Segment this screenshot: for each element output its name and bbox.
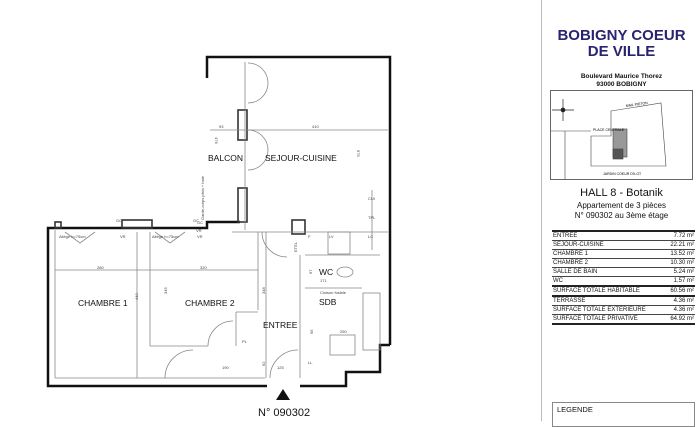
surface-value: 5.24 m² <box>664 267 695 277</box>
note-vr-2: VR <box>197 234 203 239</box>
surface-label: SURFACE TOTALE PRIVATIVE <box>552 314 665 325</box>
apartment-lot: N° 090302 au 3ème étage <box>574 211 669 220</box>
dim-92: 92 <box>261 361 266 366</box>
note-allege-2: Allège h=75cm <box>152 234 179 239</box>
legend-box: LEGENDE <box>552 402 695 427</box>
surface-label: WC <box>552 276 665 287</box>
title-line-2: DE VILLE <box>587 43 656 60</box>
dim-440: 440 <box>134 293 139 300</box>
surface-value: 22.21 m² <box>664 240 695 250</box>
note-lv: LV <box>329 234 334 239</box>
dim-575: 575 <box>356 150 361 157</box>
surface-label: SALLE DE BAIN <box>552 267 665 277</box>
surface-label: SURFACE TOTALE EXTERIEURE <box>552 305 665 315</box>
surface-label: SEJOUR-CUISINE <box>552 240 665 250</box>
dim-320: 320 <box>200 265 207 270</box>
exterior-walls <box>46 55 392 388</box>
note-tpl: TPL <box>368 215 376 220</box>
lot-number: N° 090302 <box>258 407 310 419</box>
legend-title: LEGENDE <box>557 405 593 414</box>
location-map: MAIL PIETON PLACE CENTRALE JARDIN COEUR … <box>550 90 693 180</box>
surface-value: 13.52 m² <box>664 249 695 259</box>
map-label-mail: MAIL PIETON <box>626 101 649 108</box>
floor-plan: BALCON SEJOUR-CUISINE CHAMBRE 1 CHAMBRE … <box>46 55 392 419</box>
hall-name: HALL 8 - Botanik <box>580 187 663 199</box>
surface-label: CHAMBRE 1 <box>552 249 665 259</box>
surface-value: 60.56 m² <box>664 286 695 297</box>
dim-250: 250 <box>340 329 347 334</box>
dim-93: 93 <box>219 124 224 129</box>
note-garde-corps: Garde-corps plein + baie <box>200 175 205 220</box>
surface-value: 64.92 m² <box>664 314 695 325</box>
address-line-2: 93000 BOBIGNY <box>596 81 647 88</box>
surface-label: SURFACE TOTALE HABITABLE <box>552 286 665 297</box>
room-chambre-1: CHAMBRE 1 <box>78 298 128 308</box>
surface-value: 10.30 m² <box>664 258 695 268</box>
dim-125: 125 <box>277 365 284 370</box>
surface-value: 4.36 m² <box>664 305 695 315</box>
room-sejour-cuisine: SEJOUR-CUISINE <box>265 153 337 163</box>
room-chambre-2: CHAMBRE 2 <box>185 298 235 308</box>
dim-280: 280 <box>97 265 104 270</box>
dim-190: 190 <box>222 365 229 370</box>
note-pl: PL <box>242 339 248 344</box>
entrance-arrow-icon <box>276 389 290 400</box>
dim-95: 95 <box>309 329 314 334</box>
dim-345: 345 <box>163 287 168 294</box>
dim-171: 171 <box>320 278 327 283</box>
note-vr-1: VR <box>120 234 126 239</box>
address-line-1: Boulevard Maurice Thorez <box>580 73 663 80</box>
note-etel: ETEL <box>293 241 298 252</box>
dim-348: 348 <box>261 287 266 294</box>
dim-410: 410 <box>312 124 319 129</box>
note-gc-3: GC <box>197 220 203 225</box>
map-label-place: PLACE CENTRALE <box>593 128 625 132</box>
surface-value: 1.57 m² <box>664 276 695 287</box>
dim-97: 97 <box>308 269 313 274</box>
note-lc: LC <box>368 234 373 239</box>
surface-label: TERRASSE <box>552 296 665 306</box>
room-balcon: BALCON <box>208 153 243 163</box>
room-entree: ENTREE <box>263 320 298 330</box>
interior-walls <box>54 62 388 379</box>
note-gc-2: GC <box>193 218 199 223</box>
note-f: F <box>308 234 311 239</box>
surface-label: CHAMBRE 2 <box>552 258 665 268</box>
surface-value: 7.72 m² <box>664 231 695 241</box>
surface-value: 4.36 m² <box>664 296 695 306</box>
compass-icon <box>552 99 574 121</box>
note-cui: CUI <box>368 196 375 201</box>
apartment-type: Appartement de 3 pièces <box>577 201 666 210</box>
note-ll: LL <box>308 360 313 365</box>
map-label-jardin: JARDIN COEUR D'ILOT <box>603 172 642 176</box>
note-gc-1: GC <box>116 218 122 223</box>
title-line-1: BOBIGNY COEUR <box>557 27 686 44</box>
note-cloison: Cloison fusible <box>320 290 347 295</box>
room-sdb: SDB <box>319 297 337 307</box>
surface-label: ENTREE <box>552 231 665 241</box>
room-wc: WC <box>319 267 333 277</box>
note-vr-3: VR <box>196 228 202 233</box>
structure <box>54 109 306 235</box>
building-footprint <box>551 102 667 179</box>
dim-476: 476 <box>214 137 219 144</box>
note-allege-1: Allège h=75cm <box>59 234 86 239</box>
